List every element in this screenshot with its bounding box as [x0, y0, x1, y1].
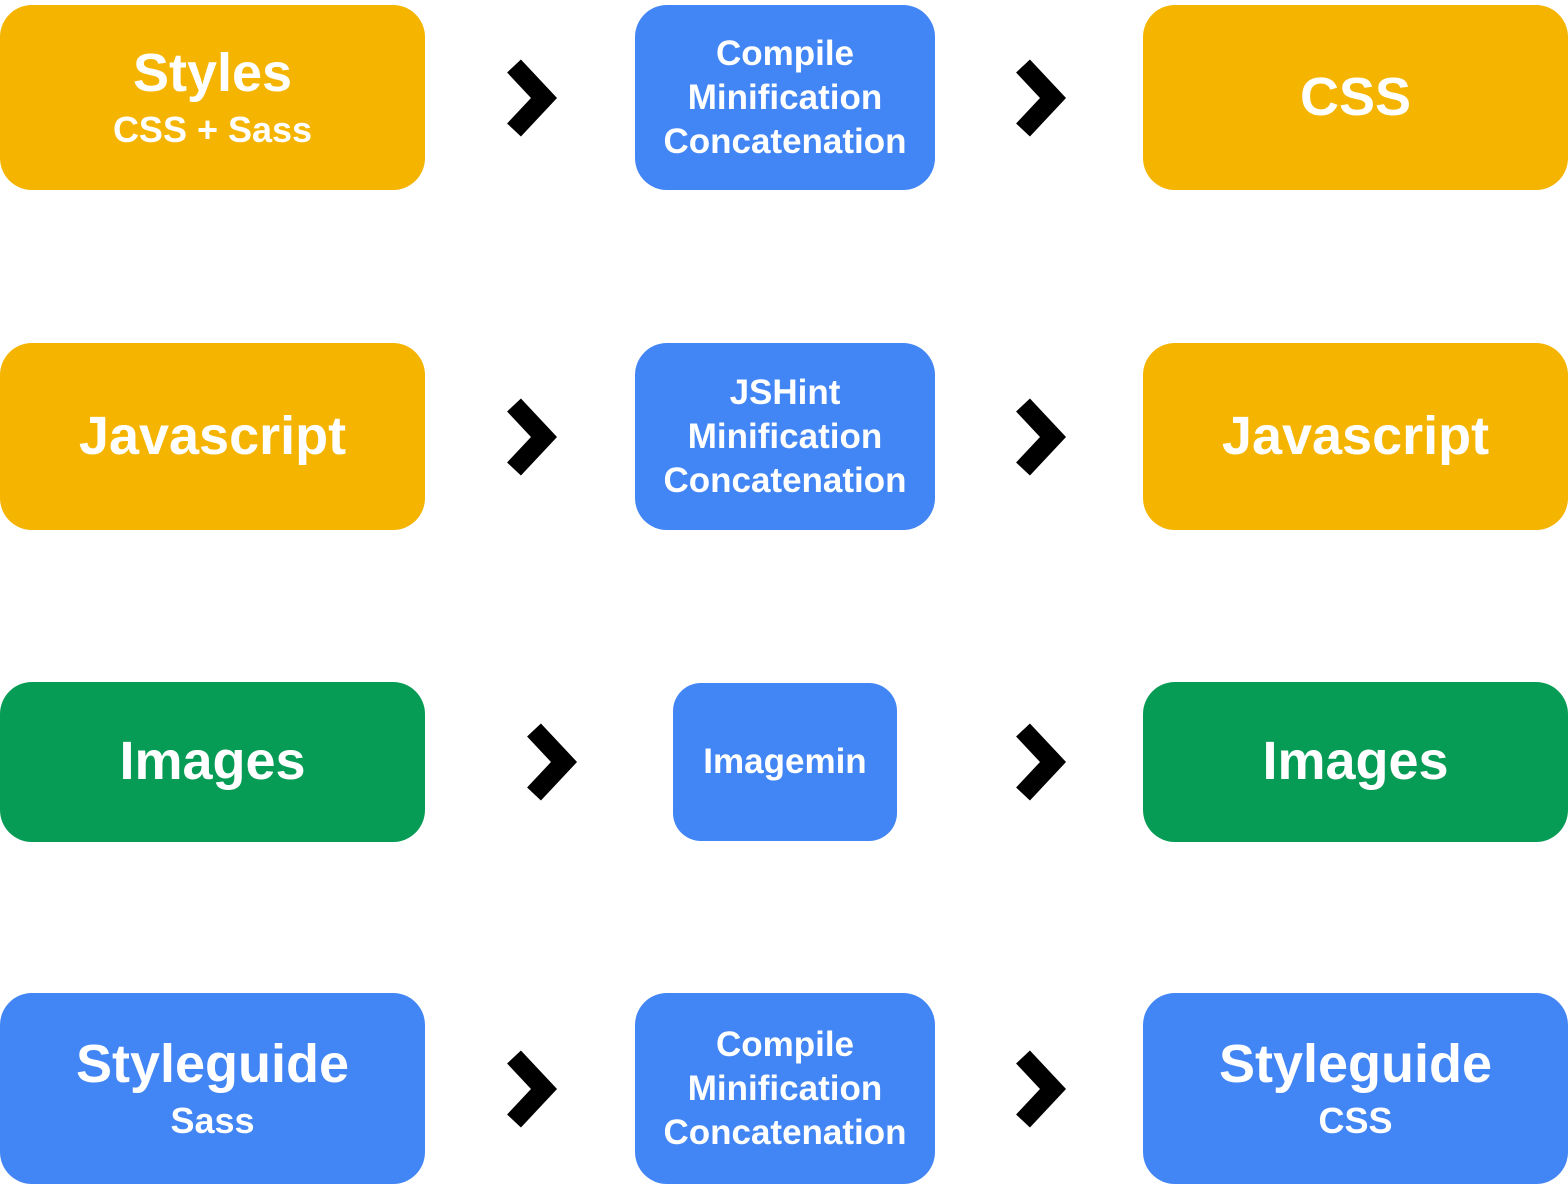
process-node-images: Imagemin — [673, 683, 897, 841]
source-node-styles: Styles CSS + Sass — [0, 5, 425, 190]
process-step: Compile — [715, 33, 855, 73]
node-title: Styles — [132, 43, 293, 104]
node-title: CSS — [1299, 66, 1412, 127]
arrow-cell — [425, 5, 635, 190]
arrow-cell — [935, 5, 1143, 190]
process-step: Imagemin — [703, 742, 867, 781]
pipeline-row-images: Images Imagemin Images — [0, 682, 1568, 842]
chevron-right-icon — [1016, 398, 1067, 475]
node-title: Javascript — [78, 405, 347, 466]
source-node-images: Images — [0, 682, 425, 842]
process-node-styles: Compile Minification Concatenation — [635, 5, 935, 190]
node-title: Images — [119, 731, 306, 792]
arrow-cell — [935, 343, 1143, 530]
process-step: Minification — [687, 1068, 883, 1108]
chevron-right-icon — [507, 59, 558, 136]
node-title: Styleguide — [75, 1034, 350, 1095]
arrow-cell — [935, 993, 1143, 1184]
output-node-css: CSS — [1143, 5, 1568, 190]
output-node-images: Images — [1143, 682, 1568, 842]
node-title: Images — [1262, 731, 1449, 792]
output-node-styleguide: Styleguide CSS — [1143, 993, 1568, 1184]
process-step: Compile — [715, 1024, 855, 1064]
process-step: Concatenation — [663, 460, 907, 500]
chevron-right-icon — [507, 1050, 558, 1127]
process-node-styleguide: Compile Minification Concatenation — [635, 993, 935, 1184]
arrow-cell — [425, 343, 635, 530]
node-title: Styleguide — [1218, 1034, 1493, 1095]
source-node-styleguide: Styleguide Sass — [0, 993, 425, 1184]
output-node-javascript: Javascript — [1143, 343, 1568, 530]
node-title: Javascript — [1221, 405, 1490, 466]
process-step: Minification — [687, 77, 883, 117]
process-node-javascript: JSHint Minification Concatenation — [635, 343, 935, 530]
process-step: JSHint — [729, 372, 841, 412]
process-step: Minification — [687, 416, 883, 456]
node-subtitle: CSS — [1318, 1099, 1393, 1141]
node-subtitle: CSS + Sass — [112, 108, 313, 150]
process-step: Concatenation — [663, 121, 907, 161]
chevron-right-icon — [1016, 723, 1067, 801]
arrow-cell — [425, 993, 635, 1184]
process-step: Concatenation — [663, 1112, 907, 1152]
chevron-right-icon — [507, 398, 558, 475]
arrow-cell — [425, 682, 635, 842]
pipeline-row-styleguide: Styleguide Sass Compile Minification Con… — [0, 993, 1568, 1184]
source-node-javascript: Javascript — [0, 343, 425, 530]
chevron-right-icon — [1016, 59, 1067, 136]
pipeline-row-javascript: Javascript JSHint Minification Concatena… — [0, 343, 1568, 530]
chevron-right-icon — [1016, 1050, 1067, 1127]
pipeline-row-styles: Styles CSS + Sass Compile Minification C… — [0, 5, 1568, 190]
node-subtitle: Sass — [170, 1099, 255, 1141]
chevron-right-icon — [527, 723, 578, 801]
arrow-cell — [935, 682, 1143, 842]
